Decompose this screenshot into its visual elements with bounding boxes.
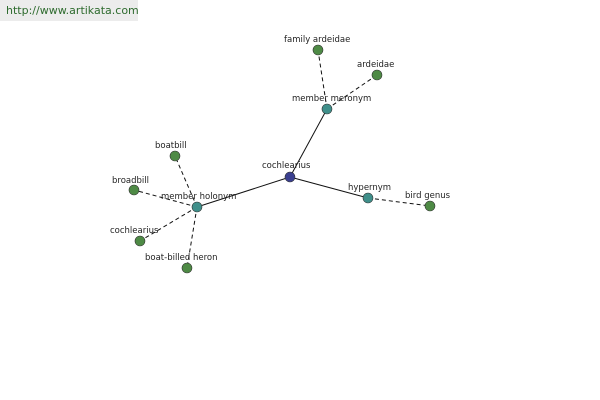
node-label-boat-billed-heron[interactable]: boat-billed heron [145,253,218,263]
node-dot-boat-billed-heron[interactable] [181,262,193,274]
edge-center-to-member-meronym [289,108,328,178]
node-family-ardeidae[interactable]: family ardeidae [284,35,350,56]
edge-center-to-member-holonym [196,176,291,208]
node-member-holonym[interactable]: member holonym [161,192,236,213]
edge-member-holonym-to-boatbill [174,155,198,208]
node-dot-cochlearius-leaf[interactable] [134,235,146,247]
edge-hypernym-to-bird-genus [367,197,431,207]
node-cochlearius-leaf[interactable]: cochlearius [110,226,159,247]
node-label-boatbill[interactable]: boatbill [155,141,187,151]
node-label-broadbill[interactable]: broadbill [112,176,149,186]
node-ardeidae[interactable]: ardeidae [357,60,394,81]
node-dot-broadbill[interactable] [128,184,140,196]
node-label-center[interactable]: cochlearius [262,161,311,171]
node-label-cochlearius-leaf[interactable]: cochlearius [110,226,159,236]
node-label-family-ardeidae[interactable]: family ardeidae [284,35,350,45]
node-dot-member-meronym[interactable] [321,103,333,115]
node-dot-bird-genus[interactable] [424,200,436,212]
site-url-link[interactable]: http://www.artikata.com [0,0,139,21]
node-bird-genus[interactable]: bird genus [405,191,451,212]
node-dot-boatbill[interactable] [169,150,181,162]
edges-layer [133,49,431,269]
edge-member-meronym-to-family-ardeidae [317,49,328,110]
edge-center-to-hypernym [289,176,369,199]
node-member-meronym[interactable]: member meronym [292,94,371,115]
nodes-layer: cochlearius member meronym member holonym h… [110,35,451,274]
node-boatbill[interactable]: boatbill [155,141,187,162]
node-label-member-holonym[interactable]: member holonym [161,192,236,202]
node-hypernym[interactable]: hypernym [348,183,391,204]
node-boat-billed-heron[interactable]: boat-billed heron [145,253,218,274]
node-label-hypernym[interactable]: hypernym [348,183,391,193]
node-dot-family-ardeidae[interactable] [312,44,324,56]
node-label-member-meronym[interactable]: member meronym [292,94,371,104]
node-center[interactable]: cochlearius [262,161,311,183]
edge-member-meronym-to-ardeidae [326,74,378,110]
node-broadbill[interactable]: broadbill [112,176,149,196]
node-dot-center[interactable] [284,171,296,183]
edge-member-holonym-to-broadbill [133,189,198,208]
node-dot-hypernym[interactable] [362,192,374,204]
edge-member-holonym-to-boat-billed-heron [186,206,198,269]
node-label-bird-genus[interactable]: bird genus [405,191,451,201]
node-dot-ardeidae[interactable] [371,69,383,81]
node-dot-member-holonym[interactable] [191,201,203,213]
node-label-ardeidae[interactable]: ardeidae [357,60,394,70]
